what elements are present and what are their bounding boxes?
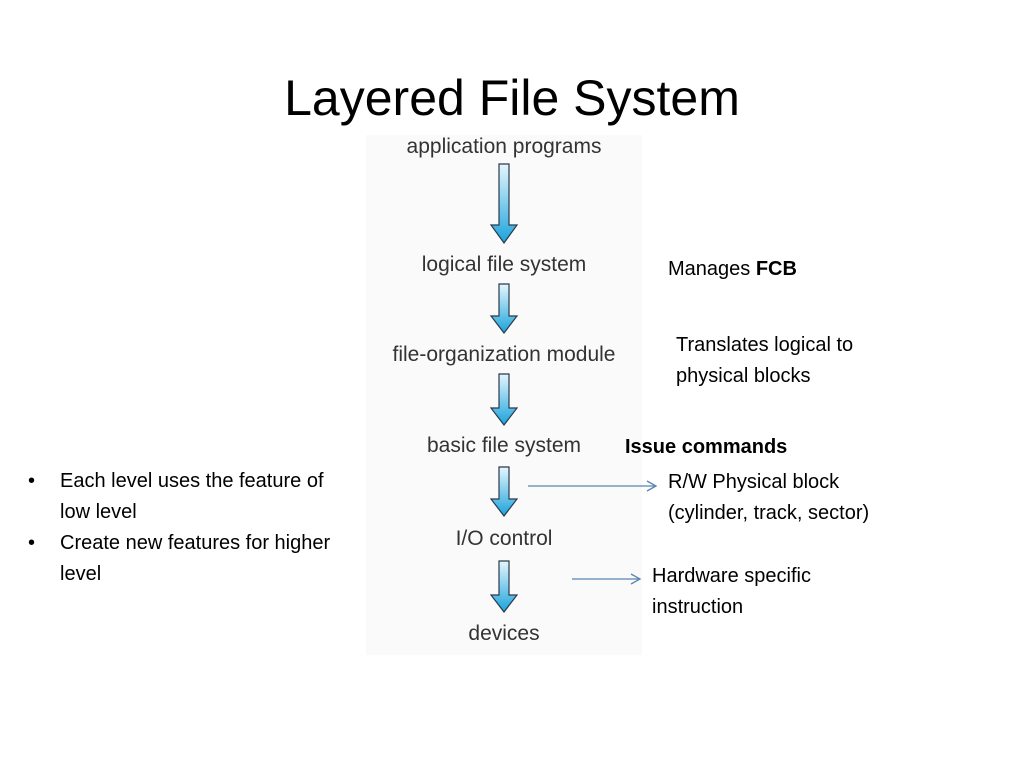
note-basic-heading: Issue commands (625, 432, 787, 463)
note-manages-text: Manages (668, 258, 756, 280)
note-fcb-text: FCB (755, 258, 797, 280)
note-file-org-line1: Translates logical to (676, 334, 854, 356)
down-arrow-icon (489, 283, 519, 334)
note-io-control: Hardware specific instruction (652, 561, 811, 623)
bullet-text: Create new features for higher level (60, 532, 331, 585)
note-basic-line1: R/W Physical block (668, 471, 840, 493)
note-io-line2: instruction (652, 596, 744, 618)
layer-basic-file-system: basic file system (426, 434, 582, 457)
list-item: • Each level uses the feature of low leve… (28, 466, 358, 528)
down-arrow-icon (489, 163, 519, 245)
note-logical-file-system: Manages FCB (668, 254, 797, 285)
bullet-list: • Each level uses the feature of low leve… (28, 466, 358, 590)
note-basic-file-system: R/W Physical block (cylinder, track, sec… (668, 467, 869, 529)
note-basic-line2: (cylinder, track, sector) (668, 502, 870, 524)
slide-title: Layered File System (284, 70, 740, 126)
note-file-org-line2: physical blocks (676, 365, 811, 387)
layer-file-organization-module: file-organization module (392, 343, 616, 366)
layer-logical-file-system: logical file system (421, 253, 587, 276)
layer-io-control: I/O control (455, 527, 553, 550)
connector-arrow-icon (572, 573, 642, 585)
note-io-line1: Hardware specific (652, 565, 811, 587)
down-arrow-icon (489, 560, 519, 613)
bullet-icon: • (28, 470, 36, 492)
connector-arrow-icon (528, 480, 658, 492)
down-arrow-icon (489, 373, 519, 426)
bullet-icon: • (28, 532, 36, 554)
layer-application-programs: application programs (406, 135, 602, 158)
list-item: • Create new features for higher level (28, 528, 358, 590)
note-issue-commands-text: Issue commands (625, 436, 788, 458)
bullet-text: Each level uses the feature of low level (60, 470, 324, 523)
note-file-organization: Translates logical to physical blocks (676, 330, 853, 392)
down-arrow-icon (489, 466, 519, 517)
layer-devices: devices (468, 622, 540, 645)
